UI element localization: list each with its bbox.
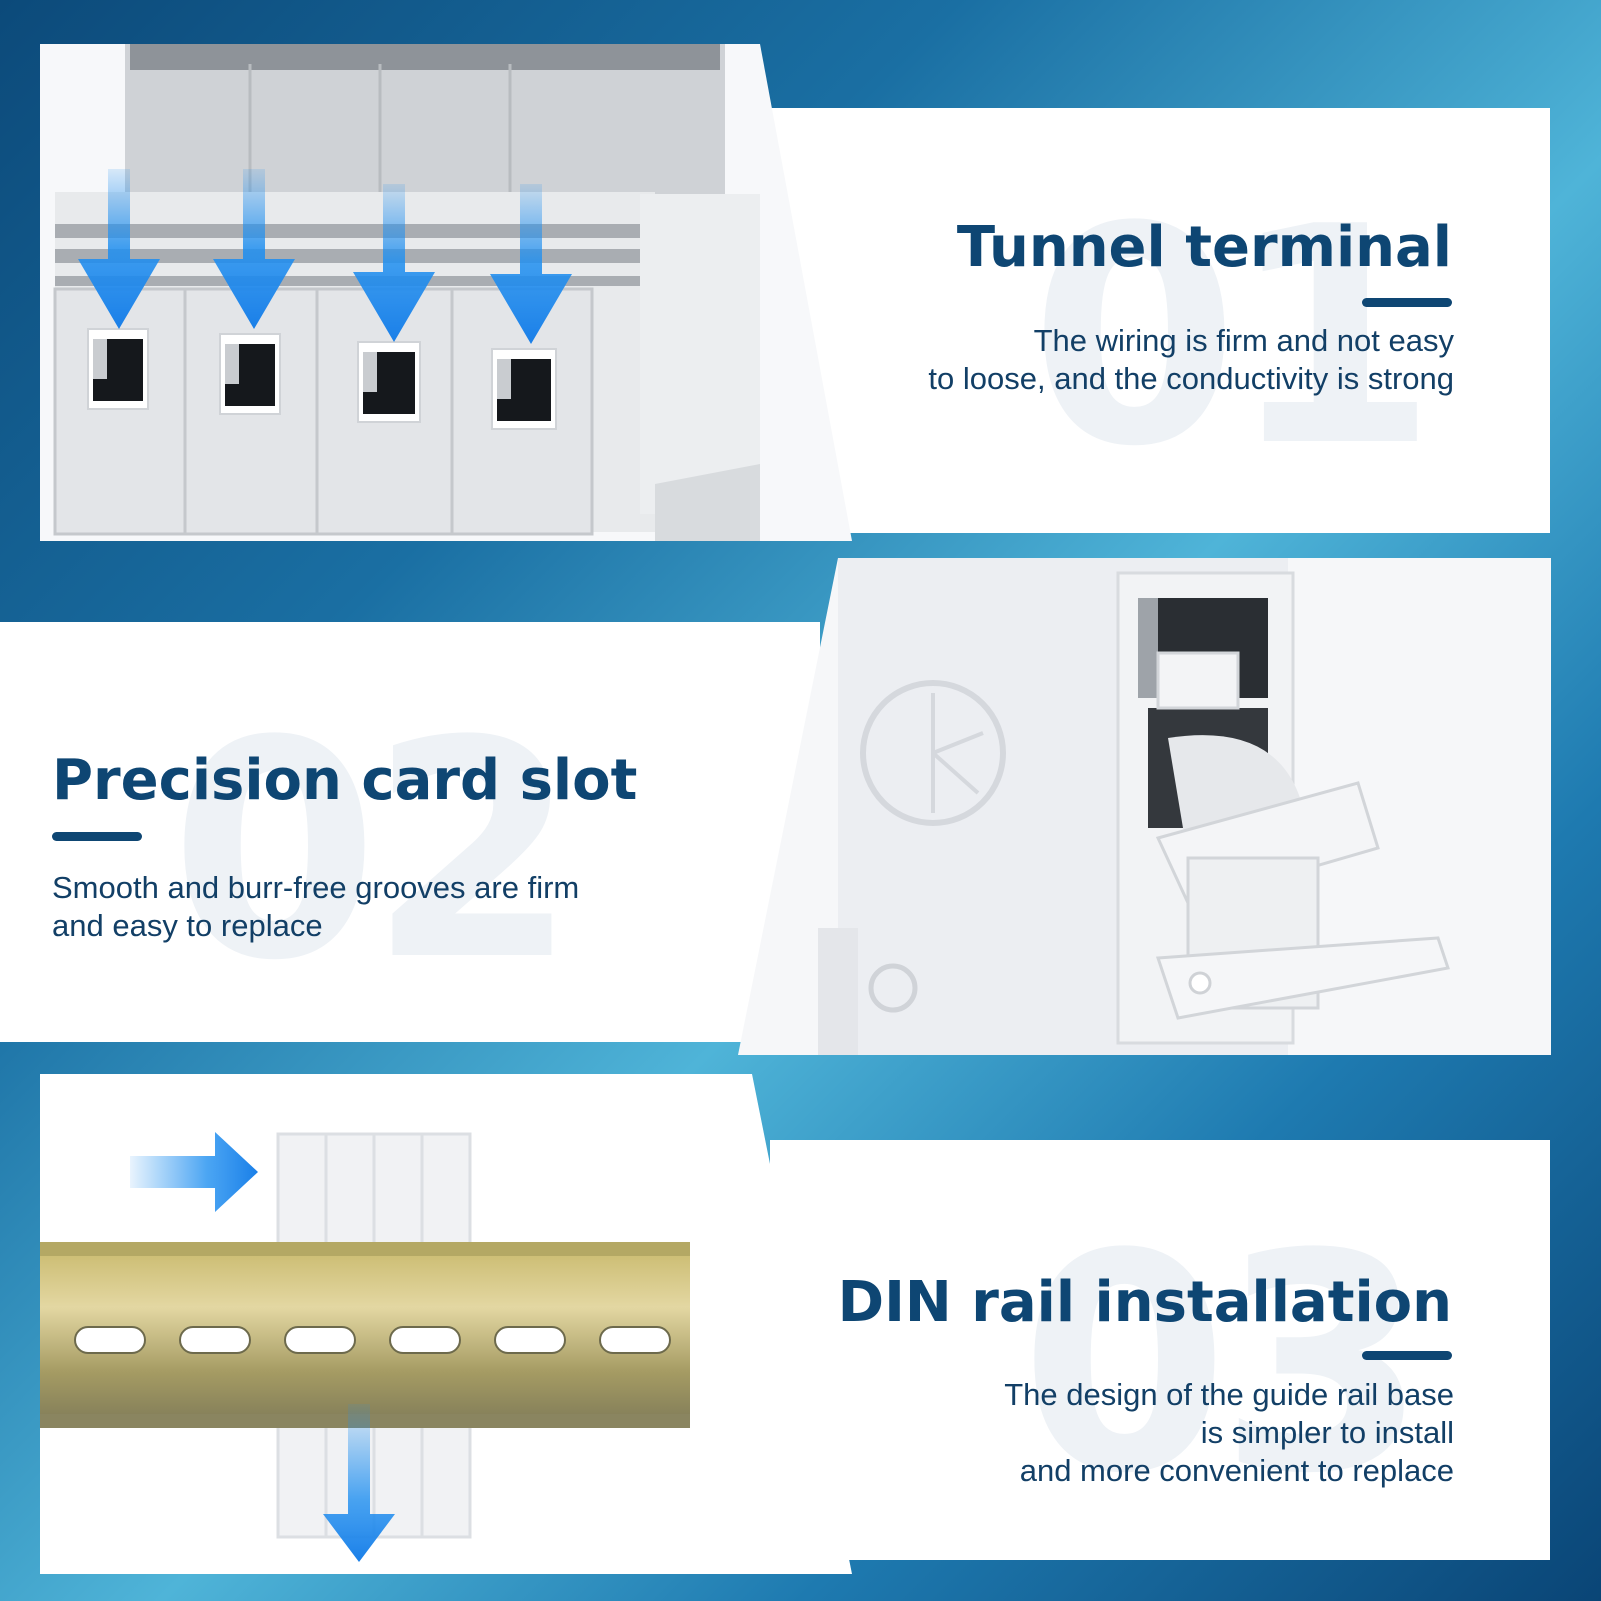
section-3-desc-line-1: The design of the guide rail base	[1004, 1377, 1454, 1412]
card-slot-photo	[738, 558, 1551, 1055]
din-rail-photo	[40, 1074, 852, 1574]
section-1-title: Tunnel terminal	[956, 215, 1452, 280]
section-2-title: Precision card slot	[52, 748, 638, 813]
tunnel-terminal-photo	[40, 44, 852, 541]
section-3-title: DIN rail installation	[837, 1270, 1452, 1335]
section-3-text-panel: 03 DIN rail installation The design of t…	[770, 1140, 1550, 1560]
section-1-text-panel: 01 Tunnel terminal The wiring is firm an…	[770, 108, 1550, 533]
section-3-desc-line-3: and more convenient to replace	[1019, 1453, 1454, 1488]
section-1-number: 01	[1030, 163, 1437, 512]
section-2-desc-line-2: and easy to replace	[52, 908, 323, 943]
section-3-number: 03	[1020, 1190, 1427, 1539]
section-2-number: 02	[170, 677, 577, 1026]
section-1-accent-bar	[1362, 298, 1452, 307]
section-3-desc-line-2: is simpler to install	[1200, 1415, 1454, 1450]
section-1-desc-line-2: to loose, and the conductivity is strong	[928, 361, 1454, 396]
section-2-accent-bar	[52, 832, 142, 841]
section-1-desc-line-1: The wiring is firm and not easy	[1033, 323, 1454, 358]
section-2-desc-line-1: Smooth and burr-free grooves are firm	[52, 870, 580, 905]
section-2-text-panel: 02 Precision card slot Smooth and burr-f…	[0, 622, 820, 1042]
section-3-accent-bar	[1362, 1351, 1452, 1360]
